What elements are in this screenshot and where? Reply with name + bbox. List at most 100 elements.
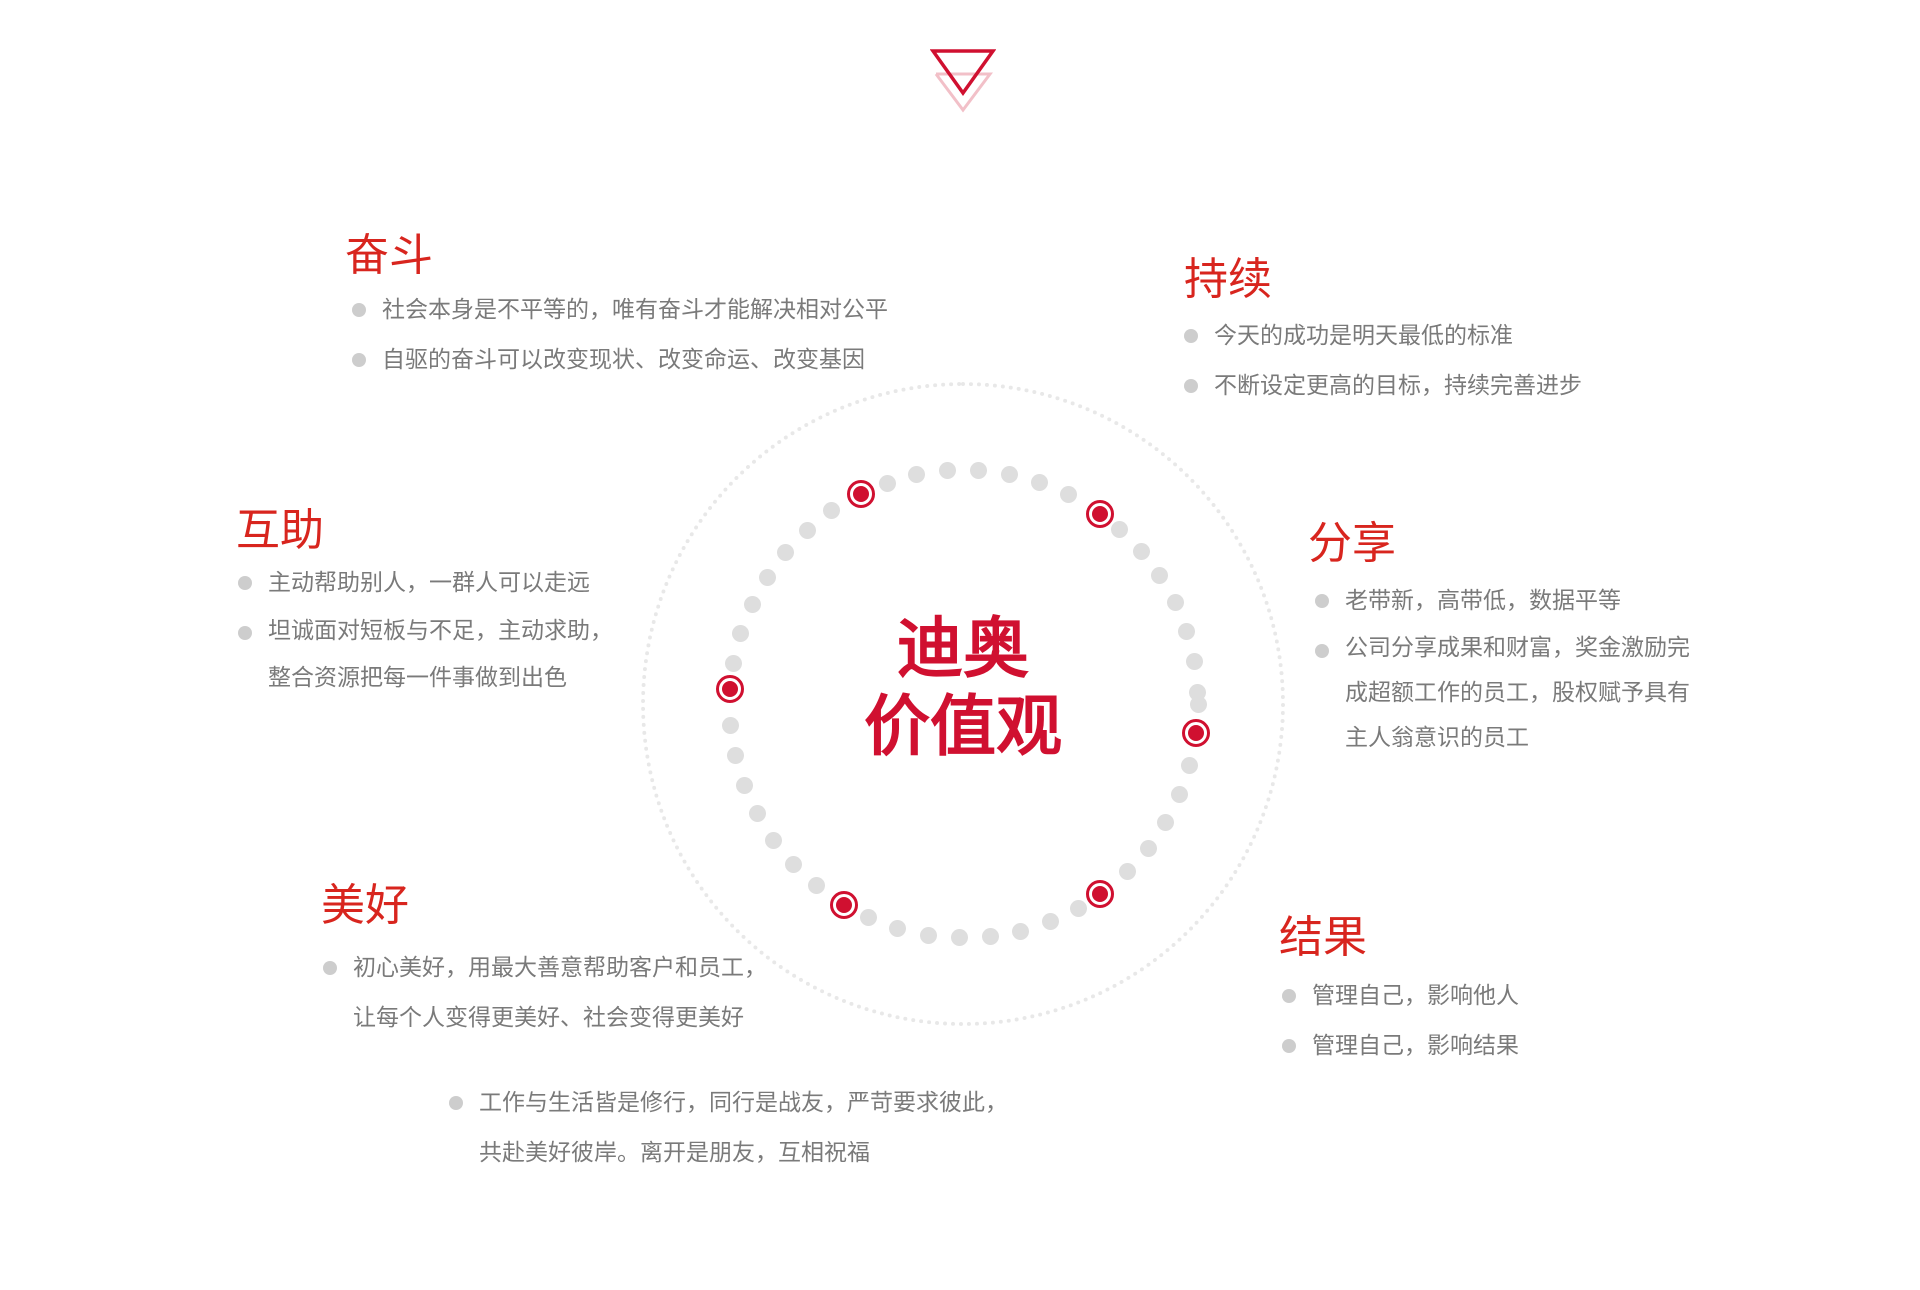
value-title-fendou: 奋斗 — [345, 230, 433, 281]
bullet-icon — [1282, 989, 1296, 1003]
ring-dot — [878, 474, 896, 492]
item-text: 初心美好，用最大善意帮助客户和员工， — [353, 955, 767, 981]
value-title-fenxiang: 分享 — [1308, 518, 1396, 569]
ring-dot — [1178, 623, 1196, 641]
ring-marker-dot — [847, 479, 876, 508]
list-item: 老带新，高带低，数据平等 — [1315, 576, 1690, 626]
ring-dot — [1151, 567, 1169, 585]
value-list-jieguo: 管理自己，影响他人 管理自己，影响结果 — [1282, 971, 1519, 1071]
item-text: 公司分享成果和财富，奖金激励完 — [1345, 635, 1690, 661]
bullet-icon — [1315, 644, 1329, 658]
bullet-icon — [238, 626, 252, 640]
ring-dot — [950, 929, 968, 947]
ring-dot — [736, 777, 754, 795]
list-item: 公司分享成果和财富，奖金激励完成超额工作的员工，股权赋予具有主人翁意识的员工 — [1315, 626, 1690, 761]
ring-dot — [939, 462, 957, 480]
ring-dot — [743, 595, 761, 613]
value-list-fenxiang: 老带新，高带低，数据平等 公司分享成果和财富，奖金激励完成超额工作的员工，股权赋… — [1315, 576, 1690, 761]
bullet-icon — [323, 961, 337, 975]
ring-dot — [1166, 594, 1184, 612]
list-item: 今天的成功是明天最低的标准 — [1184, 311, 1582, 361]
ring-dot — [970, 461, 988, 479]
list-item: 初心美好，用最大善意帮助客户和员工， 让每个人变得更美好、社会变得更美好 — [323, 943, 767, 1043]
bullet-icon — [1184, 329, 1198, 343]
item-text: 让每个人变得更美好、社会变得更美好 — [353, 1005, 744, 1031]
ring-dot — [807, 876, 825, 894]
ring-dot — [860, 909, 878, 927]
ring-dot — [1181, 756, 1199, 774]
item-text: 主人翁意识的员工 — [1345, 725, 1529, 751]
item-text: 共赴美好彼岸。离开是朋友，互相祝福 — [479, 1140, 870, 1166]
item-text: 成超额工作的员工，股权赋予具有 — [1345, 680, 1690, 706]
ring-dot — [758, 568, 776, 586]
center-title-line1: 迪奥 — [897, 610, 1029, 687]
value-list-fendou: 社会本身是不平等的，唯有奋斗才能解决相对公平 自驱的奋斗可以改变现状、改变命运、… — [352, 285, 888, 385]
ring-dot — [727, 747, 745, 765]
list-item: 管理自己，影响他人 — [1282, 971, 1519, 1021]
item-text: 坦诚面对短板与不足，主动求助， — [268, 618, 613, 644]
bullet-icon — [449, 1096, 463, 1110]
value-title-meihao: 美好 — [321, 880, 409, 931]
list-item: 管理自己，影响结果 — [1282, 1021, 1519, 1071]
ring-dot — [1132, 542, 1150, 560]
ring-dot — [823, 502, 841, 520]
item-text: 管理自己，影响结果 — [1312, 1033, 1519, 1059]
ring-dot — [765, 831, 783, 849]
bullet-icon — [352, 303, 366, 317]
item-text: 工作与生活皆是修行，同行是战友，严苛要求彼此， — [479, 1090, 1008, 1116]
ring-dot — [777, 543, 795, 561]
list-item: 自驱的奋斗可以改变现状、改变命运、改变基因 — [352, 335, 888, 385]
ring-dot — [784, 855, 802, 873]
list-item: 不断设定更高的目标，持续完善进步 — [1184, 361, 1582, 411]
ring-dot — [1185, 653, 1203, 671]
value-title-huzhu: 互助 — [236, 505, 324, 556]
item-text: 主动帮助别人，一群人可以走远 — [268, 570, 590, 596]
ring-dot — [748, 805, 766, 823]
value-list-meihao-2: 工作与生活皆是修行，同行是战友，严苛要求彼此， 共赴美好彼岸。离开是朋友，互相祝福 — [449, 1078, 1008, 1178]
ring-dot — [1139, 839, 1157, 857]
ring-dot — [1000, 465, 1018, 483]
bullet-icon — [1282, 1039, 1296, 1053]
item-text: 今天的成功是明天最低的标准 — [1214, 323, 1513, 349]
list-item: 工作与生活皆是修行，同行是战友，严苛要求彼此， 共赴美好彼岸。离开是朋友，互相祝福 — [449, 1078, 1008, 1178]
bullet-icon — [1184, 379, 1198, 393]
ring-dot — [1012, 922, 1030, 940]
outer-dotted-ring — [641, 382, 1285, 1026]
down-arrow-icon — [930, 49, 996, 113]
center-title: 迪奥 价值观 — [763, 610, 1163, 766]
value-list-chixu: 今天的成功是明天最低的标准 不断设定更高的目标，持续完善进步 — [1184, 311, 1582, 411]
value-list-huzhu: 主动帮助别人，一群人可以走远 坦诚面对短板与不足，主动求助，整合资源把每一件事做… — [238, 558, 613, 702]
ring-dot — [732, 624, 750, 642]
ring-marker-dot — [1086, 499, 1115, 528]
item-text: 不断设定更高的目标，持续完善进步 — [1214, 373, 1582, 399]
value-title-chixu: 持续 — [1184, 254, 1272, 305]
ring-dot — [981, 928, 999, 946]
bullet-icon — [238, 576, 252, 590]
item-text: 管理自己，影响他人 — [1312, 983, 1519, 1009]
ring-dot — [1157, 813, 1175, 831]
ring-marker-dot — [1182, 719, 1211, 748]
ring-dot — [1171, 786, 1189, 804]
ring-dot — [1059, 485, 1077, 503]
value-list-meihao: 初心美好，用最大善意帮助客户和员工， 让每个人变得更美好、社会变得更美好 — [323, 943, 767, 1043]
ring-marker-dot — [1086, 880, 1115, 909]
item-text: 社会本身是不平等的，唯有奋斗才能解决相对公平 — [382, 297, 888, 323]
ring-marker-dot — [716, 675, 745, 704]
ring-dot — [1189, 684, 1207, 702]
ring-dot — [1030, 473, 1048, 491]
ring-marker-dot — [829, 890, 858, 919]
bullet-icon — [352, 353, 366, 367]
ring-dot — [1110, 520, 1128, 538]
ring-dot — [1069, 899, 1087, 917]
ring-dot — [798, 521, 816, 539]
list-item: 主动帮助别人，一群人可以走远 — [238, 558, 613, 608]
ring-dot — [908, 466, 926, 484]
center-title-line2: 价值观 — [864, 688, 1062, 765]
item-text: 自驱的奋斗可以改变现状、改变命运、改变基因 — [382, 347, 865, 373]
ring-dot — [725, 654, 743, 672]
ring-dot — [722, 716, 740, 734]
list-item: 坦诚面对短板与不足，主动求助，整合资源把每一件事做到出色 — [238, 608, 613, 702]
list-item: 社会本身是不平等的，唯有奋斗才能解决相对公平 — [352, 285, 888, 335]
ring-dot — [1119, 862, 1137, 880]
ring-dot — [919, 926, 937, 944]
